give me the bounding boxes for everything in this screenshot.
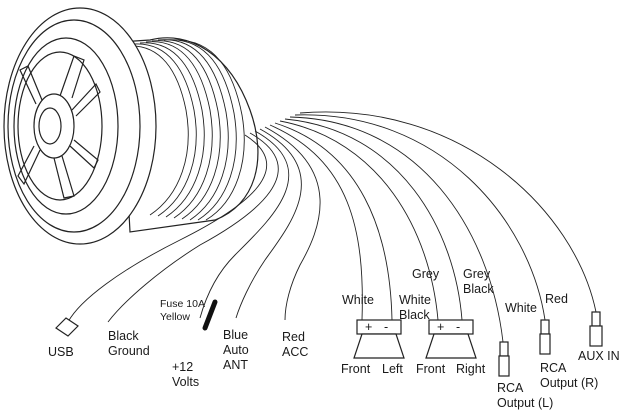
speaker-front-right: + -	[425, 319, 477, 359]
rca-plug-left	[498, 341, 510, 377]
speaker-grille	[17, 55, 101, 199]
label-fuse: Fuse 10A	[160, 298, 205, 310]
label-ground: Ground	[108, 344, 150, 358]
wire-white-black-fl	[274, 122, 393, 321]
wire-bundle	[67, 111, 597, 343]
label-ant: ANT	[223, 358, 248, 372]
wire-grey-black-fr	[284, 118, 463, 321]
label-white-black-1: White	[399, 293, 431, 307]
label-front-right-2: Right	[456, 362, 486, 376]
label-white-black-2: Black	[399, 308, 430, 322]
label-rca-l-2: Output (L)	[497, 396, 553, 410]
svg-text:-: -	[456, 320, 460, 334]
usb-connector	[55, 317, 79, 337]
label-plus12: +12	[172, 360, 193, 374]
label-rca-l-1: RCA	[497, 381, 524, 395]
svg-text:+: +	[365, 320, 372, 334]
wire-white-rca	[289, 116, 504, 343]
wire-grey-fr	[279, 120, 439, 321]
wire-black-ground	[107, 132, 279, 323]
wire-white-fl	[269, 124, 363, 321]
speaker-front-left: + -	[353, 319, 405, 359]
label-volts: Volts	[172, 375, 199, 389]
label-rca-r-1: RCA	[540, 361, 567, 375]
wire-red-acc	[264, 126, 321, 321]
wire-aux	[299, 111, 597, 313]
labels: USB Black Ground Fuse 10A Yellow +12 Vol…	[48, 267, 620, 410]
label-yellow: Yellow	[160, 311, 190, 323]
label-aux: AUX IN	[578, 349, 620, 363]
bezel	[3, 7, 157, 245]
label-auto: Auto	[223, 343, 249, 357]
wire-blue-ant	[235, 128, 302, 319]
wire-red-rca	[294, 114, 546, 321]
svg-text:+: +	[437, 320, 444, 334]
label-front-right-1: Front	[416, 362, 446, 376]
aux-plug	[589, 311, 603, 347]
label-grey: Grey	[412, 267, 440, 281]
label-red-rca: Red	[545, 292, 568, 306]
label-blue: Blue	[223, 328, 248, 342]
label-white-rca: White	[505, 301, 537, 315]
label-black: Black	[108, 329, 139, 343]
svg-text:-: -	[384, 320, 388, 334]
fuse-holder	[202, 299, 218, 331]
label-rca-r-2: Output (R)	[540, 376, 598, 390]
label-front-left-2: Left	[382, 362, 403, 376]
threaded-body	[119, 37, 259, 233]
rca-plug-right	[539, 319, 551, 355]
label-red-acc: Red	[282, 330, 305, 344]
label-acc: ACC	[282, 345, 308, 359]
label-grey-black-2: Black	[463, 282, 494, 296]
wire-yellow-12v	[199, 130, 290, 319]
label-white-left: White	[342, 293, 374, 307]
wire-usb	[67, 134, 268, 323]
label-usb: USB	[48, 345, 74, 359]
label-front-left-1: Front	[341, 362, 371, 376]
label-grey-black-1: Grey	[463, 267, 491, 281]
